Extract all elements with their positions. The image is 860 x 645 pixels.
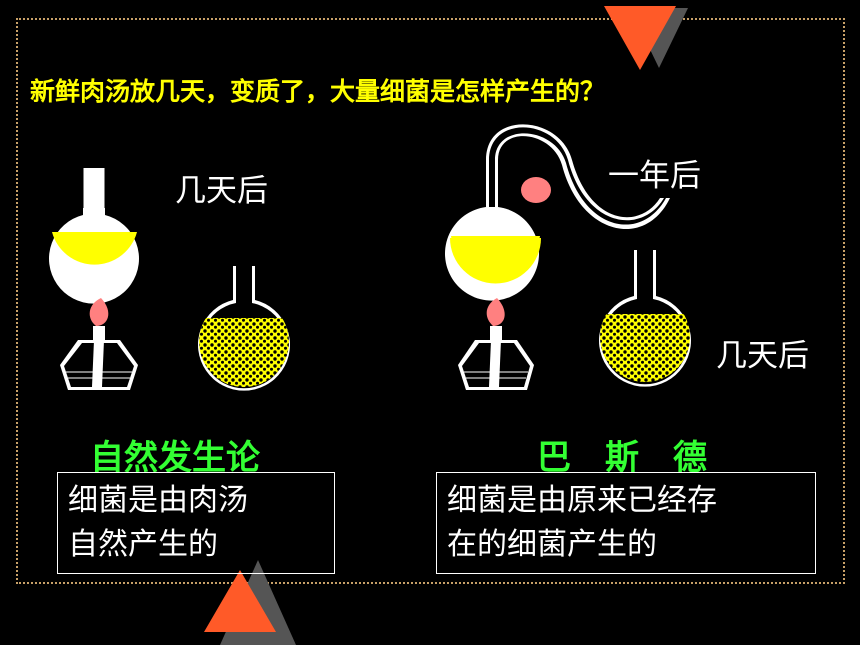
left-alcohol-lamp [60, 298, 138, 390]
pasteur-line-1: 细菌是由原来已经存 [447, 483, 717, 518]
question-text: 新鲜肉汤放几天，变质了，大量细菌是怎样产生的？ [30, 77, 606, 106]
spontaneous-generation-box: 细菌是由肉汤 自然产生的 [57, 472, 335, 574]
spontaneous-line-1: 细菌是由肉汤 [68, 483, 248, 518]
right-days-later-label: 几天后 [716, 338, 809, 374]
left-days-later-label: 几天后 [175, 173, 268, 209]
swan-neck-flask [444, 124, 670, 301]
left-spoiled-flask [198, 266, 290, 391]
left-heated-flask [49, 168, 139, 304]
top-triangle-decor [604, 6, 688, 70]
pasteur-box: 细菌是由原来已经存 在的细菌产生的 [436, 472, 816, 574]
dust-particle [521, 177, 551, 203]
slide-frame [16, 18, 845, 584]
right-spoiled-flask [599, 250, 692, 387]
right-alcohol-lamp [458, 298, 534, 390]
bottom-triangle-decor [204, 560, 296, 645]
pasteur-title: 巴 斯 德 [537, 438, 707, 478]
pasteur-line-2: 在的细菌产生的 [447, 527, 657, 562]
spontaneous-line-2: 自然产生的 [68, 527, 218, 562]
one-year-later-label: 一年后 [608, 158, 701, 194]
spontaneous-generation-title: 自然发生论 [90, 438, 260, 478]
